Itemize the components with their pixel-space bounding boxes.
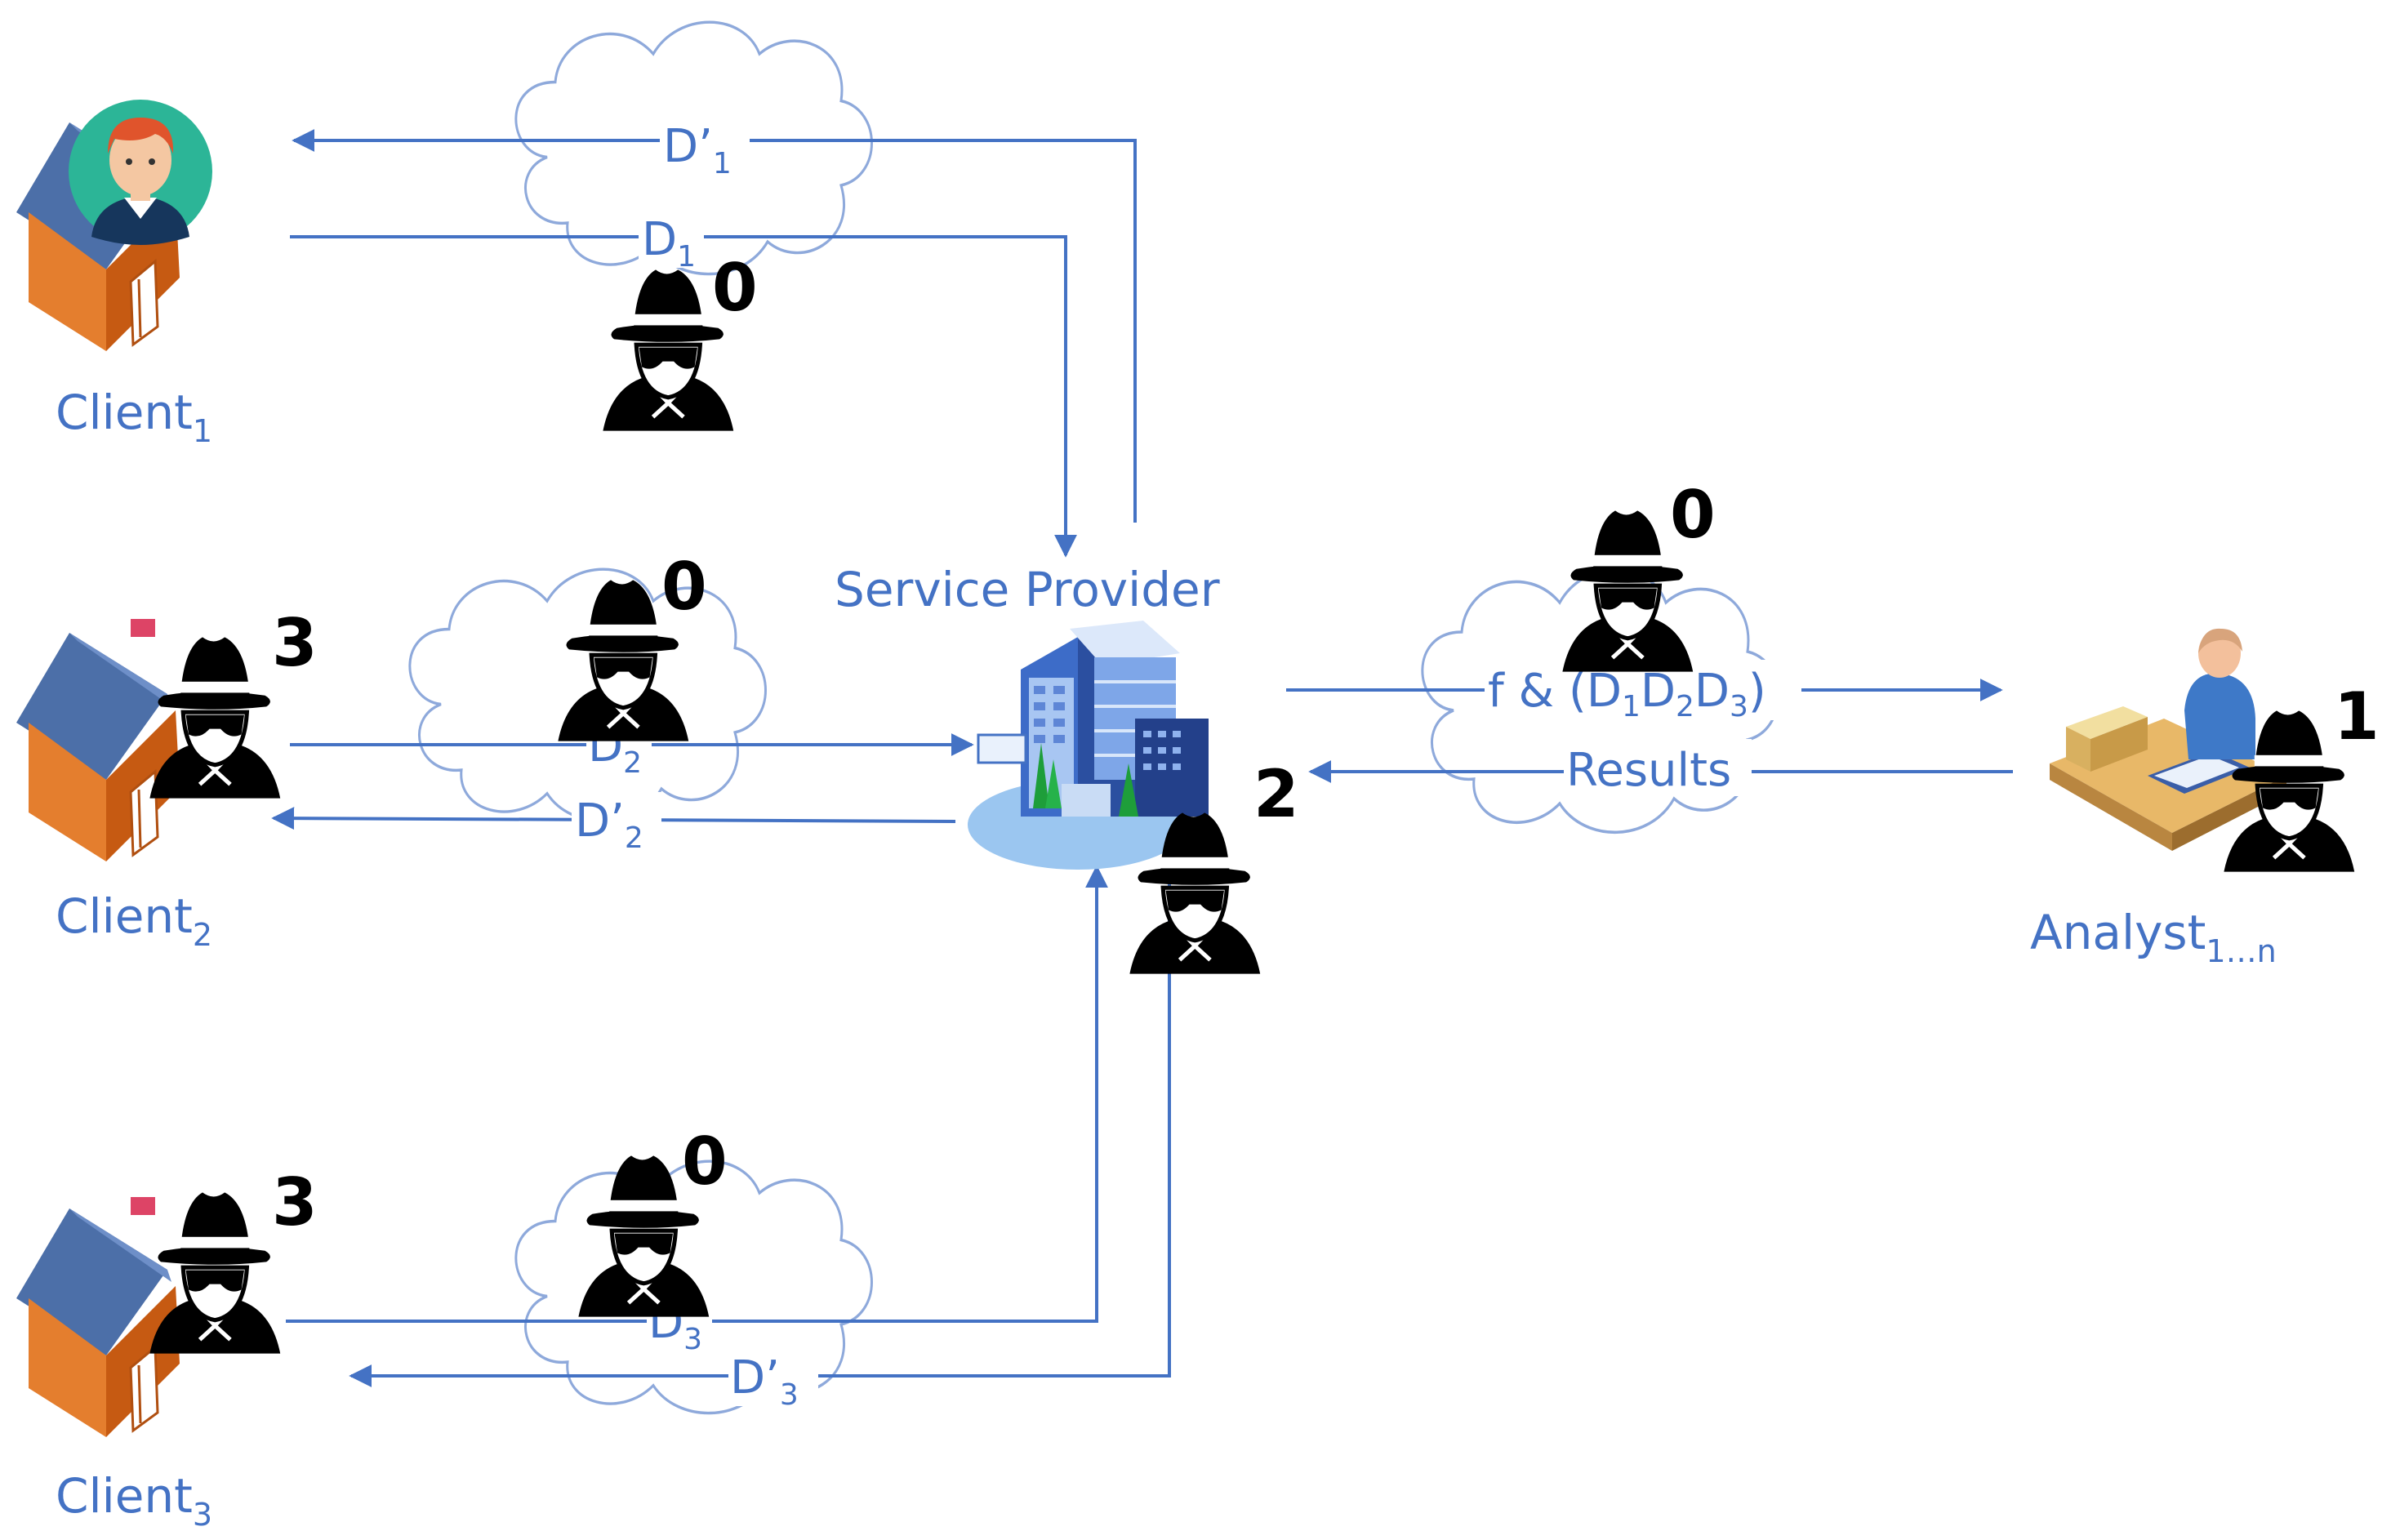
- svg-text:f & (D1D2D3): f & (D1D2D3): [1488, 665, 1766, 723]
- client2-label: Client2: [56, 888, 212, 953]
- adversary-level-analyst: 1: [2334, 679, 2380, 754]
- svg-text:D1: D1: [642, 213, 696, 274]
- svg-text:D’1: D’1: [663, 120, 732, 180]
- edge-label-results: Results: [1564, 739, 1752, 797]
- user-avatar-icon: [69, 100, 212, 245]
- service-provider-label: Service Provider: [835, 562, 1220, 617]
- adversary-level-provider: 2: [1253, 756, 1299, 832]
- chimney-icon: [131, 619, 155, 1215]
- flow-d3: [286, 865, 1108, 1323]
- analyst-label: Analyst1…n: [2030, 905, 2277, 969]
- flow-d1-prime: [292, 129, 1137, 523]
- analyst-desk-icon: [2050, 628, 2286, 851]
- client3-label: Client3: [56, 1468, 212, 1533]
- svg-text:D’3: D’3: [730, 1351, 799, 1412]
- adversary-level-channel-client2: 0: [661, 549, 707, 625]
- edge-label-query: f & (D1D2D3): [1485, 660, 1801, 723]
- edge-label-d1-prime: D’1: [660, 114, 750, 180]
- adversary-level-channel-analyst: 0: [1670, 477, 1716, 553]
- flow-d1: [290, 235, 1077, 558]
- edge-label-d2-prime: D’2: [572, 792, 661, 855]
- adversary-level-client2: 3: [272, 605, 318, 681]
- office-building-icon: [968, 621, 1209, 870]
- svg-text:Results: Results: [1566, 744, 1731, 797]
- adversary-level-channel-client3: 0: [682, 1124, 728, 1200]
- svg-text:D’2: D’2: [575, 794, 643, 855]
- edge-label-d3-prime: D’3: [728, 1349, 818, 1412]
- house-icon: [15, 1207, 181, 1439]
- flow-d3-prime: [349, 784, 1171, 1387]
- spy-icon: [149, 1192, 280, 1353]
- edge-label-d1: D1: [639, 211, 704, 274]
- adversary-level-client3: 3: [272, 1164, 318, 1240]
- client1-label: Client1: [56, 385, 212, 449]
- house-icon: [15, 631, 181, 863]
- adversary-level-channel-client1: 0: [712, 250, 758, 326]
